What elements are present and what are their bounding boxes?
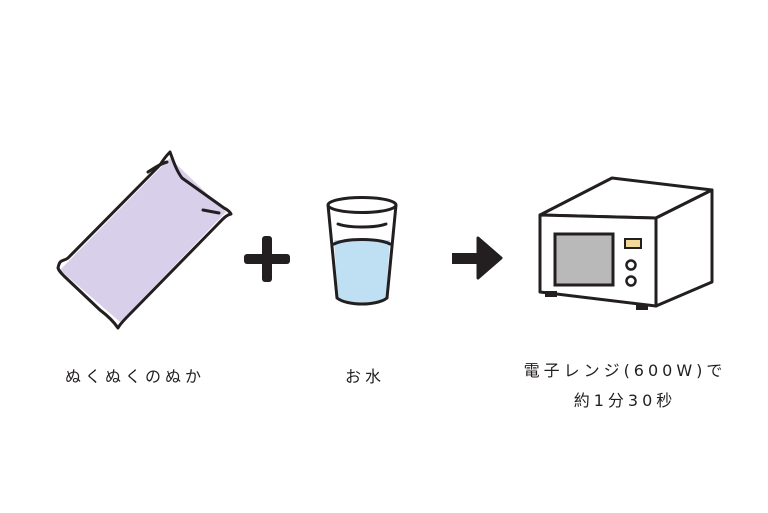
water-glass-icon (326, 196, 398, 306)
microwave-label: 電子レンジ(600W)で 約1分30秒 (495, 356, 755, 416)
microwave-label-line1: 電子レンジ(600W)で (523, 361, 727, 380)
plus-icon (244, 236, 290, 282)
rice-bran-label: ぬくぬくのぬか (64, 367, 205, 386)
arrow-right-icon (452, 236, 503, 280)
water-label: お水 (344, 367, 385, 386)
rice-bran-pack-icon (56, 150, 233, 330)
microwave-label-line2: 約1分30秒 (573, 391, 677, 410)
microwave-icon (538, 176, 714, 310)
